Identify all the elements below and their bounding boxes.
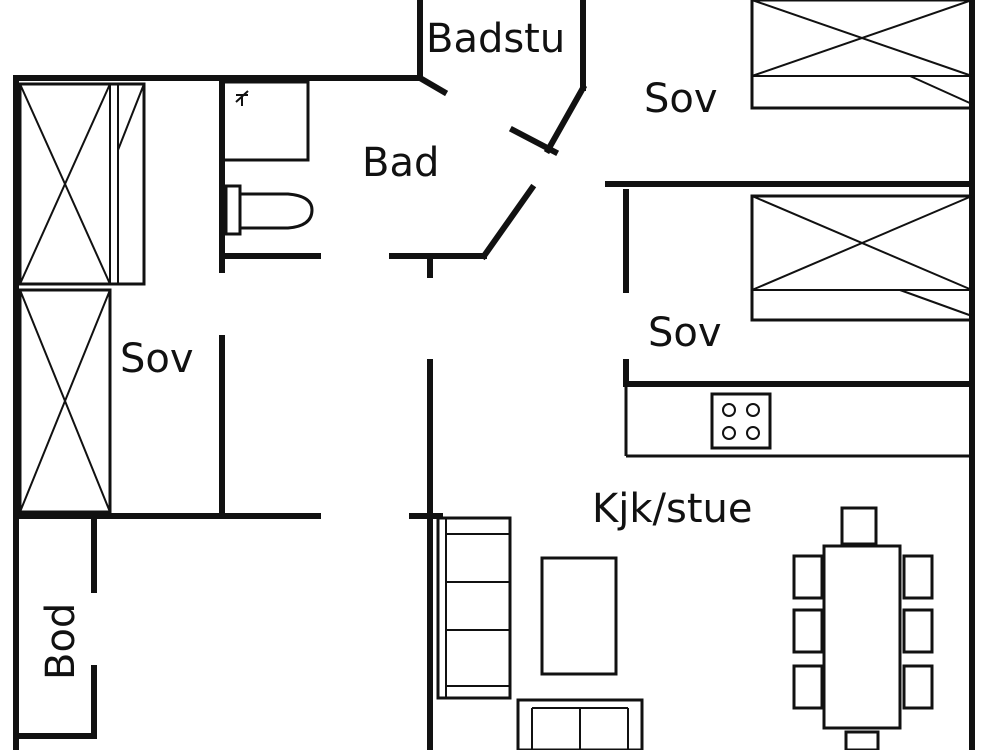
shower (220, 80, 310, 162)
bed-top-right (750, 0, 974, 110)
room-label-bad: Bad (362, 140, 439, 186)
room-label-kitchen-living: Kjk/stue (592, 486, 752, 532)
kitchen-counter (624, 384, 972, 458)
room-label-sov-left: Sov (120, 336, 194, 382)
stove-icon (710, 392, 772, 450)
bed-mid-right (750, 194, 974, 322)
toilet-icon (224, 184, 314, 236)
coffee-table (540, 556, 618, 676)
dining-table (792, 506, 934, 750)
room-label-bod: Bod (38, 603, 84, 680)
armchair (516, 698, 644, 750)
wardrobes (18, 82, 146, 514)
room-label-sov-mid-right: Sov (648, 310, 722, 356)
sofa (436, 516, 512, 700)
room-label-sov-top-right: Sov (644, 76, 718, 122)
room-label-badstu: Badstu (426, 16, 565, 62)
